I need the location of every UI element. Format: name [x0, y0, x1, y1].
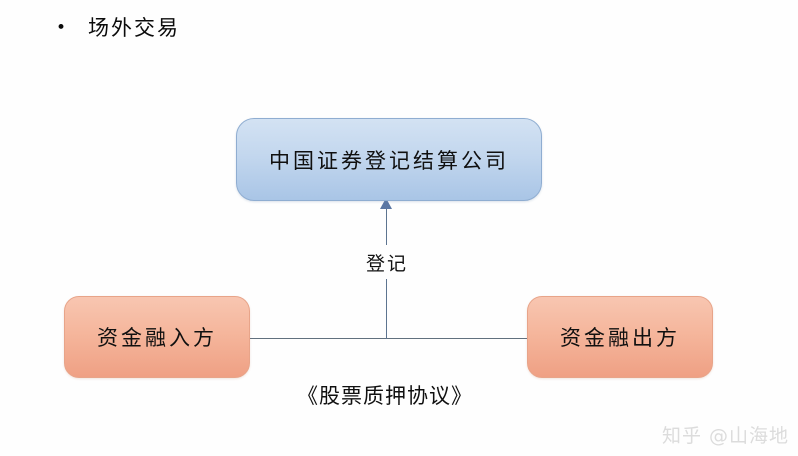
bullet-icon: • — [56, 18, 67, 38]
node-clearing-company[interactable]: 中国证券登记结算公司 — [236, 118, 542, 201]
node-borrower-label: 资金融入方 — [97, 326, 217, 350]
edge-label-registration: 登记 — [345, 245, 429, 279]
edge-label-agreement: 《股票质押协议》 — [0, 380, 770, 410]
page-title: • 场外交易 — [56, 12, 180, 42]
page-title-text: 场外交易 — [88, 16, 181, 40]
node-borrower[interactable]: 资金融入方 — [64, 296, 250, 378]
node-lender[interactable]: 资金融出方 — [527, 296, 713, 378]
edge-label-registration-text: 登记 — [365, 252, 408, 275]
arrowhead-up-icon — [380, 198, 392, 209]
connector-horizontal-agreement — [249, 338, 527, 339]
edge-label-agreement-text: 《股票质押协议》 — [297, 384, 473, 408]
node-clearing-company-label: 中国证券登记结算公司 — [269, 148, 509, 173]
node-lender-label: 资金融出方 — [560, 326, 680, 350]
watermark: 知乎 @山海地 — [661, 425, 789, 447]
